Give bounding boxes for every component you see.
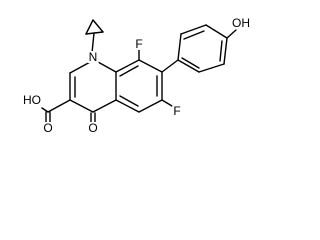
bond	[177, 59, 200, 73]
structure-diagram: N F F O OH HO O	[22, 16, 251, 135]
atom-label-hydroxyl: OH	[231, 16, 251, 30]
bond	[205, 24, 228, 39]
bond	[91, 32, 95, 54]
bond	[47, 99, 71, 113]
bond	[223, 37, 228, 65]
bond	[180, 24, 207, 35]
atom-label-acid-hydroxyl: HO	[22, 93, 42, 107]
bond	[181, 57, 200, 69]
bond	[69, 60, 93, 74]
bond	[226, 29, 237, 39]
bond	[183, 30, 205, 40]
atom-label-acid-oxygen: O	[42, 121, 54, 135]
atom-label-keto-oxygen: O	[87, 121, 99, 135]
bond	[115, 99, 140, 113]
bond	[115, 59, 140, 73]
bond	[92, 99, 117, 113]
bond	[41, 107, 49, 113]
bond	[161, 59, 179, 73]
bond	[119, 95, 139, 107]
bond	[85, 19, 94, 35]
bond	[119, 65, 139, 77]
bond	[177, 33, 182, 61]
bond	[138, 59, 163, 73]
bond	[198, 63, 225, 73]
bond	[138, 99, 163, 113]
atom-label-fluorine-6: F	[172, 104, 182, 118]
bond	[161, 99, 173, 107]
bond	[219, 40, 223, 62]
bond-drawing	[41, 19, 237, 124]
bond	[69, 99, 94, 113]
bond	[97, 61, 117, 73]
bond	[92, 19, 104, 33]
atom-label-nitrogen: N	[87, 50, 99, 64]
atom-label-fluorine-8: F	[134, 37, 144, 51]
